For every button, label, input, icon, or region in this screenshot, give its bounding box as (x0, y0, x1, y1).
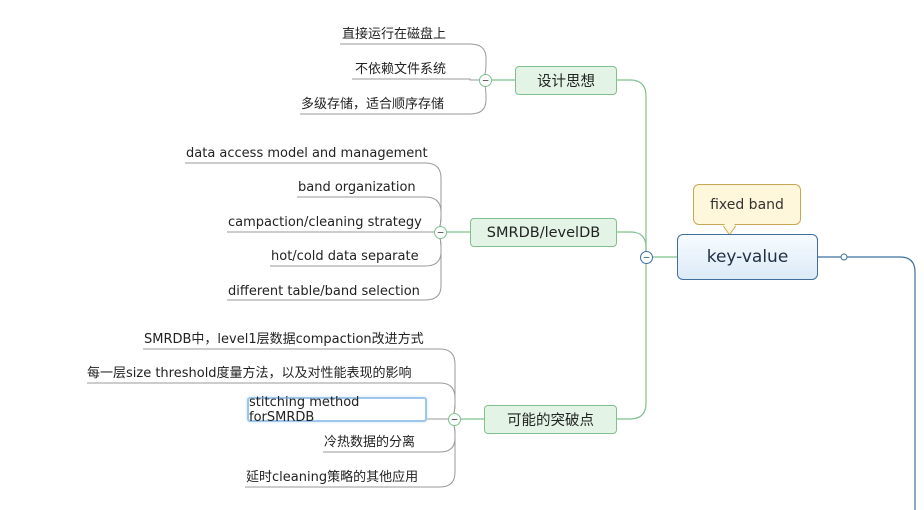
subtopic[interactable]: 多级存储，适合顺序存储 (301, 96, 444, 114)
subtopic[interactable]: SMRDB中，level1层数据compaction改进方式 (144, 331, 424, 349)
subtopic[interactable]: different table/band selection (228, 283, 420, 301)
subtopic-label: band organization (298, 180, 416, 195)
minus-icon: − (437, 226, 444, 239)
central-topic-label: key-value (706, 247, 789, 267)
subtopic[interactable]: band organization (298, 179, 416, 197)
callout-note[interactable]: fixed band (693, 184, 801, 225)
subtopic[interactable]: 每一层size threshold度量方法，以及对性能表现的影响 (87, 365, 412, 383)
subtopic-label: campaction/cleaning strategy (228, 215, 422, 230)
main-topic-label: 可能的突破点 (507, 413, 594, 429)
subtopic-label: 不依赖文件系统 (355, 62, 447, 77)
main-topic-breakthrough[interactable]: 可能的突破点 (484, 405, 617, 434)
subtopic-label: data access model and management (186, 146, 428, 161)
central-topic[interactable]: key-value (677, 234, 818, 280)
main-topic-smrdb[interactable]: SMRDB/levelDB (470, 218, 617, 247)
subtopic[interactable]: campaction/cleaning strategy (228, 214, 422, 232)
subtopic-label: 冷热数据的分离 (324, 435, 416, 450)
subtopic[interactable]: 延时cleaning策略的其他应用 (246, 469, 418, 487)
collapse-toggle-branch-1[interactable]: − (479, 74, 492, 87)
main-topic-design[interactable]: 设计思想 (515, 66, 617, 95)
subtopic-selected[interactable]: stitching method forSMRDB (247, 394, 427, 425)
subtopic-label: SMRDB中，level1层数据compaction改进方式 (144, 332, 424, 347)
collapse-toggle-central[interactable]: − (640, 251, 653, 264)
subtopic[interactable]: 直接运行在磁盘上 (342, 26, 446, 44)
main-topic-label: 设计思想 (537, 74, 595, 90)
subtopic-label: 每一层size threshold度量方法，以及对性能表现的影响 (87, 366, 412, 381)
subtopic[interactable]: 不依赖文件系统 (355, 61, 446, 79)
subtopic-label: stitching method forSMRDB (249, 394, 360, 425)
subtopic[interactable]: data access model and management (186, 145, 428, 163)
minus-icon: − (643, 251, 650, 264)
subtopic-label: 直接运行在磁盘上 (342, 27, 447, 42)
subtopic[interactable]: 冷热数据的分离 (324, 434, 415, 452)
subtopic-label: hot/cold data separate (271, 249, 419, 264)
collapse-toggle-branch-3[interactable]: − (448, 413, 461, 426)
minus-icon: − (451, 413, 458, 426)
main-topic-label: SMRDB/levelDB (486, 224, 601, 241)
subtopic-label: 延时cleaning策略的其他应用 (246, 470, 419, 485)
callout-label: fixed band (710, 196, 784, 213)
minus-icon: − (482, 74, 489, 87)
subtopic[interactable]: hot/cold data separate (271, 248, 419, 266)
subtopic-label: 多级存储，适合顺序存储 (301, 97, 445, 112)
subtopic-label: different table/band selection (228, 284, 420, 299)
collapse-toggle-branch-2[interactable]: − (434, 226, 447, 239)
